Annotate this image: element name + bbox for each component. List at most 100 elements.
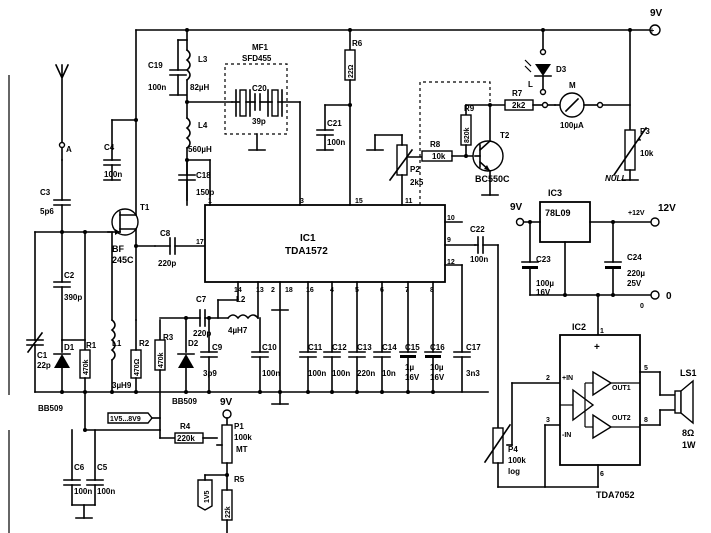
svg-text:22k: 22k <box>225 506 232 518</box>
svg-text:8Ω: 8Ω <box>682 428 694 438</box>
svg-text:470Ω: 470Ω <box>134 358 141 376</box>
svg-text:100n: 100n <box>262 369 280 378</box>
label-9v-top: 9V <box>650 8 663 19</box>
ic1-tda1572: IC1 TDA1572 17 1 3 15 11 10 9 12 14 13 2… <box>196 198 455 294</box>
svg-text:78L09: 78L09 <box>545 208 571 218</box>
capacitor-c8: C8 220p <box>154 229 206 268</box>
capacitor-c11: C11 100n <box>299 281 326 393</box>
capacitor-c17: C17 3n3 <box>453 264 481 393</box>
ic3-78l09: IC3 78L09 9V +12V 12V <box>510 188 676 296</box>
svg-text:R8: R8 <box>430 140 441 149</box>
svg-text:+: + <box>594 342 600 353</box>
svg-text:T1: T1 <box>140 203 150 212</box>
svg-text:470k: 470k <box>83 359 90 375</box>
svg-text:220µ: 220µ <box>627 269 645 278</box>
svg-text:OUT2: OUT2 <box>612 415 631 422</box>
svg-text:5: 5 <box>644 365 648 372</box>
svg-text:BB509: BB509 <box>172 397 197 406</box>
svg-text:L3: L3 <box>198 55 208 64</box>
svg-text:P3: P3 <box>640 127 650 136</box>
svg-text:C14: C14 <box>382 343 397 352</box>
supply-rail-top: + 9V <box>135 8 663 36</box>
svg-text:100µA: 100µA <box>560 121 584 130</box>
svg-text:3p9: 3p9 <box>203 369 217 378</box>
svg-text:C8: C8 <box>160 229 171 238</box>
svg-text:11: 11 <box>405 198 413 205</box>
svg-text:12V: 12V <box>658 203 676 214</box>
svg-text:TDA1572: TDA1572 <box>285 246 328 257</box>
capacitor-c21: C21 100n <box>316 104 351 151</box>
svg-text:BB509: BB509 <box>38 404 63 413</box>
svg-text:100n: 100n <box>308 369 326 378</box>
svg-text:820k: 820k <box>464 127 471 143</box>
svg-text:220n: 220n <box>357 369 375 378</box>
svg-text:17: 17 <box>196 239 204 246</box>
capacitor-c12: C12 100n <box>323 281 350 393</box>
svg-text:3: 3 <box>546 417 550 424</box>
svg-text:8: 8 <box>644 417 648 424</box>
svg-text:1W: 1W <box>682 440 696 450</box>
svg-text:220p: 220p <box>158 259 176 268</box>
diode-d2: D2 BB509 <box>172 317 199 406</box>
svg-text:22p: 22p <box>37 361 51 370</box>
svg-text:C12: C12 <box>332 343 347 352</box>
svg-text:9V: 9V <box>510 202 523 213</box>
svg-text:100n: 100n <box>148 83 166 92</box>
svg-text:100n: 100n <box>327 138 345 147</box>
resistor-r3: R3 470k <box>154 319 174 431</box>
svg-text:LS1: LS1 <box>680 368 697 378</box>
svg-text:IC2: IC2 <box>572 322 586 332</box>
svg-text:2k5: 2k5 <box>410 178 424 187</box>
svg-text:8: 8 <box>430 287 434 294</box>
svg-text:C19: C19 <box>148 61 163 70</box>
svg-text:5p6: 5p6 <box>40 207 54 216</box>
svg-text:12: 12 <box>447 259 455 266</box>
svg-text:C13: C13 <box>357 343 372 352</box>
inductor-l2: L2 4µH7 <box>226 295 260 335</box>
resistor-r2: R2 470Ω <box>130 319 150 393</box>
svg-text:C21: C21 <box>327 119 342 128</box>
svg-text:log: log <box>508 467 520 476</box>
svg-text:18: 18 <box>285 287 293 294</box>
svg-text:100µ: 100µ <box>536 279 554 288</box>
capacitor-c2: C2 390p <box>53 231 82 341</box>
svg-text:245C: 245C <box>112 255 134 265</box>
svg-text:6: 6 <box>600 471 604 478</box>
svg-text:10k: 10k <box>432 152 446 161</box>
svg-text:100k: 100k <box>234 433 252 442</box>
capacitor-c16: C16 10µ 16V <box>424 281 445 393</box>
svg-text:2k2: 2k2 <box>512 101 526 110</box>
svg-text:C1: C1 <box>37 351 48 360</box>
svg-text:C5: C5 <box>97 463 108 472</box>
svg-text:16: 16 <box>306 287 314 294</box>
resistor-r8: R8 10k <box>421 140 453 162</box>
capacitor-c5: C5 100n <box>86 429 115 506</box>
svg-text:C4: C4 <box>104 143 115 152</box>
svg-text:C22: C22 <box>470 225 485 234</box>
svg-text:1V5: 1V5 <box>204 490 211 503</box>
svg-text:+: + <box>650 26 655 35</box>
svg-text:C17: C17 <box>466 343 481 352</box>
svg-text:0: 0 <box>666 291 672 302</box>
svg-text:1µ: 1µ <box>405 363 414 372</box>
svg-text:D2: D2 <box>188 339 199 348</box>
svg-text:390p: 390p <box>64 293 82 302</box>
led-d3: D3 L <box>524 29 567 96</box>
svg-text:C24: C24 <box>627 253 642 262</box>
svg-text:3: 3 <box>300 198 304 205</box>
svg-text:9: 9 <box>447 237 451 244</box>
svg-text:C18: C18 <box>196 171 211 180</box>
transistor-t2: T2 BC550C <box>472 104 510 196</box>
svg-text:R5: R5 <box>234 475 245 484</box>
resistor-r5: R5 22k <box>221 474 245 533</box>
svg-text:9V: 9V <box>220 397 233 408</box>
svg-text:100n: 100n <box>104 170 122 179</box>
svg-text:100n: 100n <box>74 487 92 496</box>
resistor-r7: R7 2k2 <box>504 89 534 111</box>
tag-1v5: 1V5 <box>197 474 228 511</box>
svg-text:D1: D1 <box>64 343 75 352</box>
tag-voltage-range: 1V5...8V9 <box>107 412 161 424</box>
svg-text:R7: R7 <box>512 89 523 98</box>
svg-text:*: * <box>638 137 642 146</box>
